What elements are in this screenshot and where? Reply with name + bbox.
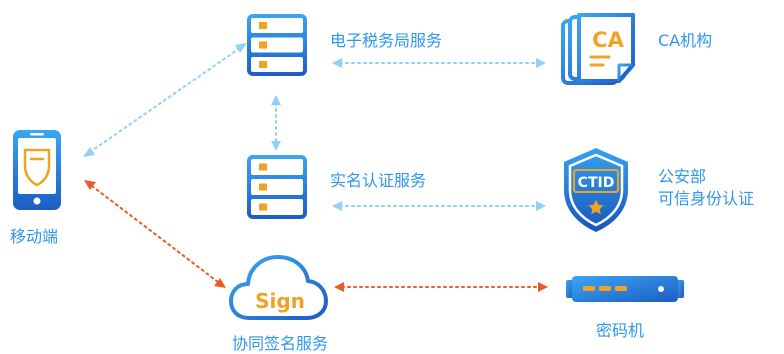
server-icon [247, 155, 307, 219]
connector-tax-ca [332, 58, 546, 68]
mobile-label: 移动端 [10, 227, 59, 246]
connector-mobile-sign [84, 180, 226, 288]
cloud-icon: Sign [229, 255, 328, 320]
mobile-phone-icon [13, 130, 61, 210]
cipher-machine-label: 密码机 [596, 321, 645, 340]
sign-badge-text: Sign [255, 289, 305, 313]
ctid-badge-text: CTID [578, 175, 615, 191]
connector-realname-police [332, 201, 546, 211]
connector-mobile-tax [83, 43, 247, 157]
cipher-machine-icon [566, 276, 684, 302]
server-icon [247, 14, 307, 76]
ca-badge-text: CA [592, 28, 624, 52]
police-label-line2: 可信身份认证 [658, 189, 755, 208]
police-label-line1: 公安部 [658, 167, 707, 186]
star-icon [588, 200, 604, 215]
tax-service-label: 电子税务局服务 [330, 31, 443, 50]
ca-label: CA机构 [658, 31, 713, 50]
connector-tax-realname [271, 95, 281, 151]
realname-service-label: 实名认证服务 [330, 171, 427, 190]
shield-icon: CTID [564, 148, 628, 232]
certificate-icon: CA [561, 13, 635, 85]
connector-sign-cipher [334, 282, 548, 292]
sign-service-label: 协同签名服务 [232, 334, 329, 353]
